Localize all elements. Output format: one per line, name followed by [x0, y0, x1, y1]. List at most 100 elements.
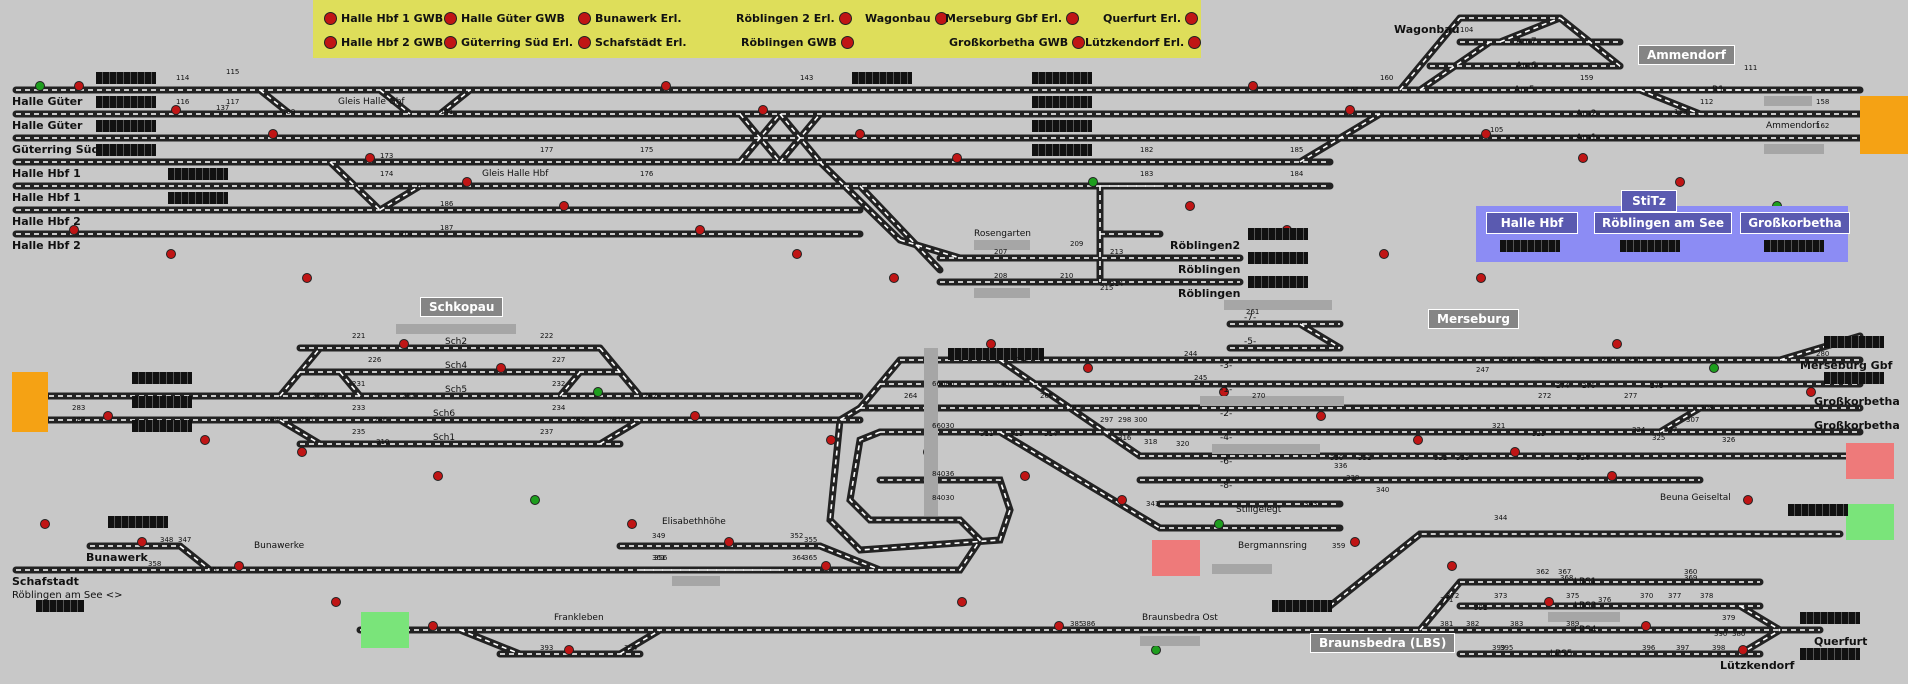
signal-icon[interactable]	[1447, 561, 1457, 571]
stitz-tab-grosskorbetha[interactable]: Großkorbetha	[1740, 212, 1850, 234]
status-display	[948, 348, 1044, 360]
signal-icon[interactable]	[1054, 621, 1064, 631]
signal-icon[interactable]	[1675, 177, 1685, 187]
signal-icon[interactable]	[593, 387, 603, 397]
panel-button-querfurt-erl[interactable]: Querfurt Erl.	[1103, 12, 1199, 25]
panel-button-wagonbau[interactable]: Wagonbau	[865, 12, 948, 25]
panel-button-bunawerk-erl[interactable]: Bunawerk Erl.	[578, 12, 682, 25]
area-block-west[interactable]	[12, 372, 48, 432]
signal-icon[interactable]	[758, 105, 768, 115]
signal-icon[interactable]	[1248, 81, 1258, 91]
signal-icon[interactable]	[627, 519, 637, 529]
signal-icon[interactable]	[889, 273, 899, 283]
signal-icon[interactable]	[297, 447, 307, 457]
area-block-frankleben-west[interactable]	[361, 612, 409, 648]
track-number: 364	[792, 554, 806, 562]
panel-button-halle-hbf-2-gwb[interactable]: Halle Hbf 2 GWB	[324, 36, 443, 49]
sign-merseburg: Merseburg	[1428, 309, 1519, 329]
signal-icon[interactable]	[952, 153, 962, 163]
signal-icon[interactable]	[1345, 105, 1355, 115]
panel-button-merseburg-gbf-erl[interactable]: Merseburg Gbf Erl.	[945, 12, 1080, 25]
stitz-tab-halle-hbf[interactable]: Halle Hbf	[1486, 212, 1578, 234]
signal-icon[interactable]	[496, 363, 506, 373]
stitz-tab-roeblingen-am-see[interactable]: Röblingen am See	[1594, 212, 1732, 234]
area-block-ammendorf[interactable]	[1860, 96, 1908, 154]
signal-icon[interactable]	[200, 435, 210, 445]
signals[interactable]	[35, 81, 1816, 655]
signal-icon[interactable]	[1379, 249, 1389, 259]
signal-icon[interactable]	[1612, 339, 1622, 349]
signal-icon[interactable]	[559, 201, 569, 211]
signal-icon[interactable]	[695, 225, 705, 235]
signal-icon[interactable]	[399, 339, 409, 349]
signal-icon[interactable]	[171, 105, 181, 115]
signal-icon[interactable]	[1544, 597, 1554, 607]
signal-icon[interactable]	[1481, 129, 1491, 139]
signal-icon[interactable]	[365, 153, 375, 163]
signal-icon[interactable]	[957, 597, 967, 607]
signal-icon[interactable]	[1510, 447, 1520, 457]
signal-icon[interactable]	[1607, 471, 1617, 481]
signal-icon[interactable]	[1641, 621, 1651, 631]
signal-icon[interactable]	[724, 537, 734, 547]
signal-icon[interactable]	[826, 435, 836, 445]
signal-icon[interactable]	[331, 597, 341, 607]
signal-icon[interactable]	[855, 129, 865, 139]
signal-icon[interactable]	[433, 471, 443, 481]
signal-icon[interactable]	[1578, 153, 1588, 163]
track-number: 365	[804, 554, 818, 562]
signal-icon[interactable]	[1316, 411, 1326, 421]
signal-icon[interactable]	[462, 177, 472, 187]
signal-icon[interactable]	[821, 561, 831, 571]
label-bunawerke: Bunawerke	[254, 541, 305, 551]
status-display	[1032, 120, 1092, 132]
stitz-display	[1764, 240, 1824, 252]
signal-icon[interactable]	[1088, 177, 1098, 187]
signal-icon[interactable]	[792, 249, 802, 259]
signal-icon[interactable]	[1151, 645, 1161, 655]
signal-icon[interactable]	[1413, 435, 1423, 445]
panel-button-luetzkendorf-erl[interactable]: Lützkendorf Erl.	[1085, 36, 1202, 49]
area-block-beuna[interactable]	[1846, 504, 1894, 540]
signal-icon[interactable]	[428, 621, 438, 631]
area-block-grosskorbetha[interactable]	[1846, 443, 1894, 479]
signal-icon[interactable]	[564, 645, 574, 655]
panel-button-halle-hbf-1-gwb[interactable]: Halle Hbf 1 GWB	[324, 12, 443, 25]
signal-icon[interactable]	[302, 273, 312, 283]
signal-icon[interactable]	[35, 81, 45, 91]
signal-icon[interactable]	[103, 411, 113, 421]
panel-button-gueterring-sued-erl[interactable]: Güterring Süd Erl.	[444, 36, 573, 49]
panel-button-roeblingen-2-erl[interactable]: Röblingen 2 Erl.	[736, 12, 852, 25]
panel-button-schafstaedt-erl[interactable]: Schafstädt Erl.	[578, 36, 687, 49]
signal-icon[interactable]	[1083, 363, 1093, 373]
signal-icon[interactable]	[40, 519, 50, 529]
signal-icon[interactable]	[268, 129, 278, 139]
panel-button-halle-gueter-gwb[interactable]: Halle Güter GWB	[444, 12, 565, 25]
signal-icon[interactable]	[234, 561, 244, 571]
signal-icon[interactable]	[661, 81, 671, 91]
signal-icon[interactable]	[1020, 471, 1030, 481]
signal-icon[interactable]	[1743, 495, 1753, 505]
signal-icon[interactable]	[1350, 537, 1360, 547]
panel-button-grosskorbetha-gwb[interactable]: Großkorbetha GWB	[949, 36, 1086, 49]
track-number: 251	[1628, 356, 1642, 364]
area-block-bergmannsring[interactable]	[1152, 540, 1200, 576]
panel-button-roeblingen-gwb[interactable]: Röblingen GWB	[741, 36, 854, 49]
signal-icon[interactable]	[1476, 273, 1486, 283]
signal-icon[interactable]	[137, 537, 147, 547]
signal-icon[interactable]	[1738, 645, 1748, 655]
signal-icon[interactable]	[1709, 363, 1719, 373]
signal-icon[interactable]	[1806, 387, 1816, 397]
signal-icon[interactable]	[69, 225, 79, 235]
signal-icon[interactable]	[74, 81, 84, 91]
signal-icon[interactable]	[1117, 495, 1127, 505]
track-number: 160	[1380, 74, 1394, 82]
signal-icon[interactable]	[166, 249, 176, 259]
signal-icon[interactable]	[530, 495, 540, 505]
signal-icon[interactable]	[690, 411, 700, 421]
status-display	[1032, 96, 1092, 108]
signal-icon[interactable]	[1185, 201, 1195, 211]
label-lbs4: LBS4	[1574, 625, 1597, 635]
signal-icon[interactable]	[1214, 519, 1224, 529]
